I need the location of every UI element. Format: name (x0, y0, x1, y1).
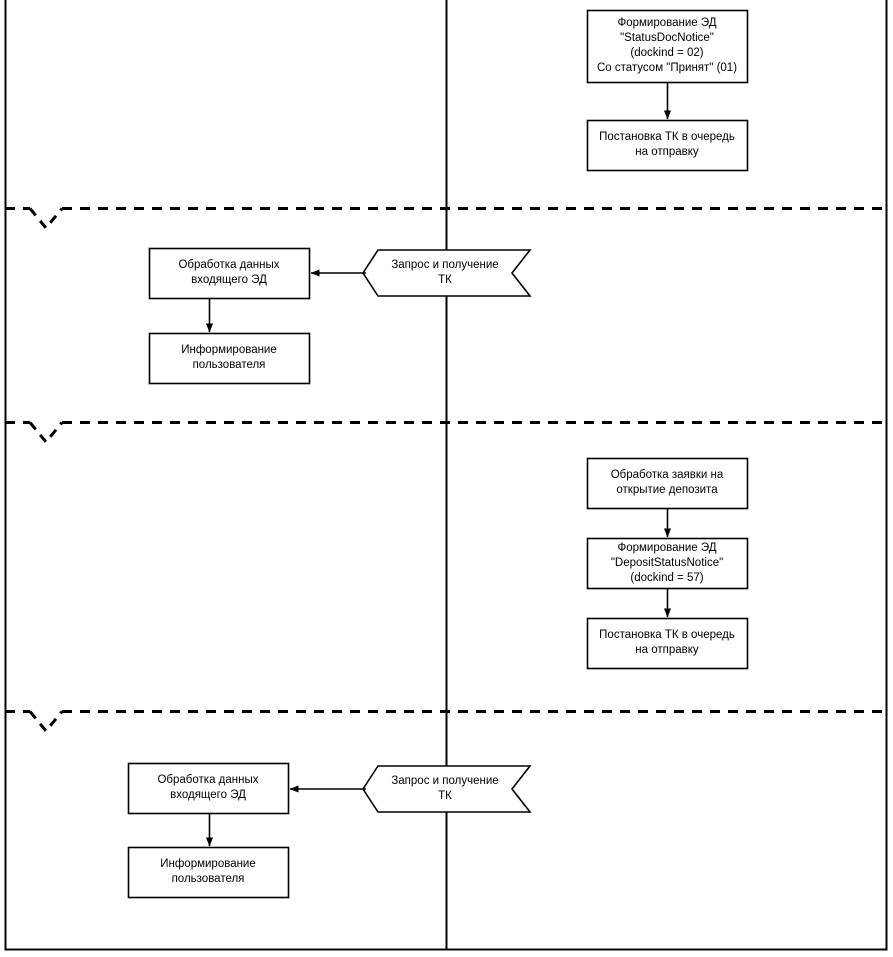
node-informirovanie-polzovatelya-1[interactable] (148, 332, 311, 385)
separator-1 (5, 207, 887, 231)
node-formirovanie-ed-statusdocnotice[interactable] (586, 9, 749, 84)
node-postanovka-tk-v-ochered-1[interactable] (586, 119, 749, 172)
node-obrabotka-dannyh-vhodyashego-ed-1[interactable] (148, 247, 311, 300)
node-informirovanie-polzovatelya-2[interactable] (127, 846, 290, 899)
node-postanovka-tk-v-ochered-2[interactable] (586, 617, 749, 670)
node-obrabotka-zayavki-na-otkrytie-depozita[interactable] (586, 457, 749, 510)
separator-3 (5, 710, 887, 734)
separator-2 (5, 421, 887, 445)
node-formirovanie-ed-depositstatusnotice[interactable] (586, 537, 749, 590)
node-zapros-i-poluchenie-tk-2[interactable] (362, 765, 532, 813)
node-obrabotka-dannyh-vhodyashego-ed-2[interactable] (127, 762, 290, 815)
node-zapros-i-poluchenie-tk-1[interactable] (362, 249, 532, 297)
